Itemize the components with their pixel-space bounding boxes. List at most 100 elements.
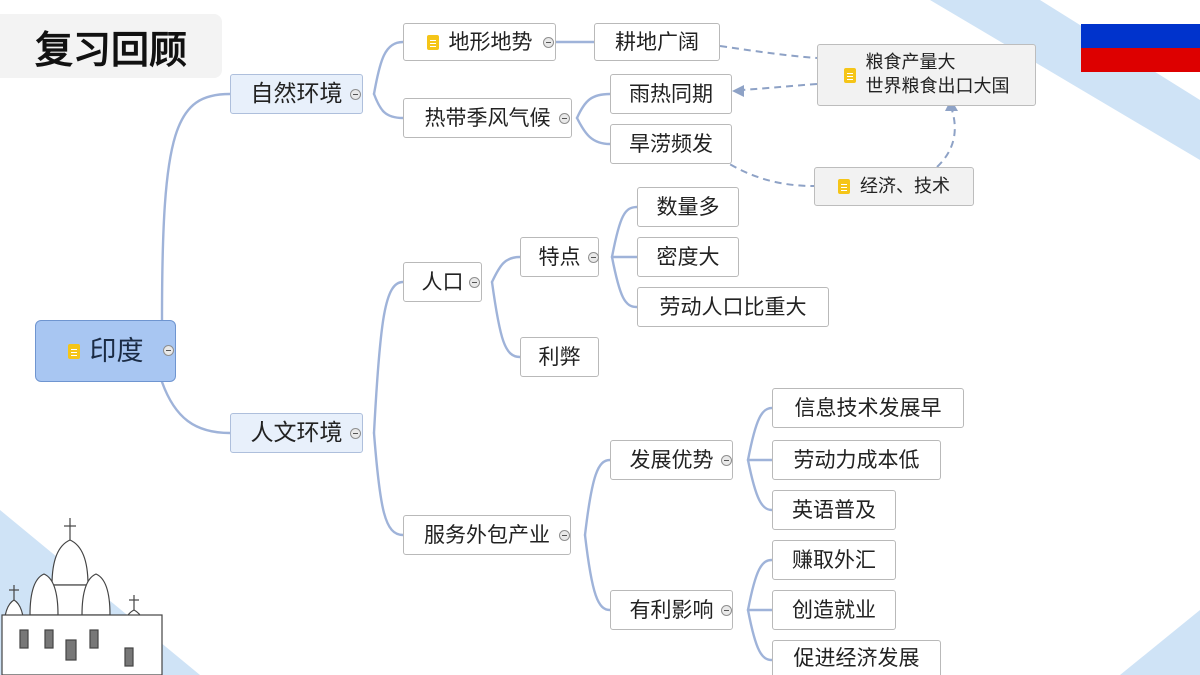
relationship-links xyxy=(719,45,956,187)
note-label: 经济、技术 xyxy=(860,175,950,197)
topic-label: 人口 xyxy=(421,269,464,294)
relation-field-to-grain xyxy=(719,45,818,59)
collapse-toggle-icon[interactable] xyxy=(469,277,480,288)
link-climate-rain xyxy=(575,92,612,120)
topic-label: 服务外包产业 xyxy=(424,522,550,547)
topic-label: 旱涝频发 xyxy=(629,131,713,156)
link-features-quantity xyxy=(610,205,639,259)
note-line: 粮食产量大 xyxy=(865,51,956,73)
collapse-toggle-icon[interactable] xyxy=(350,428,361,439)
topic-drought-flood[interactable]: 旱涝频发 xyxy=(610,124,732,164)
topic-terrain[interactable]: 地形地势 xyxy=(403,23,556,61)
link-impacts-forex xyxy=(746,558,774,612)
link-human-population xyxy=(372,280,405,435)
topic-rain-heat[interactable]: 雨热同期 xyxy=(610,74,732,114)
link-population-features xyxy=(490,255,522,284)
topic-service-outsourcing[interactable]: 服务外包产业 xyxy=(403,515,571,555)
relation-tech-to-grain xyxy=(936,109,956,168)
topic-label: 劳动人口比重大 xyxy=(659,294,807,319)
topic-label: 雨热同期 xyxy=(629,81,713,106)
link-root-natural xyxy=(160,92,232,322)
note-icon xyxy=(67,343,80,359)
topic-label: 数量多 xyxy=(656,194,720,219)
link-outsourcing-impacts xyxy=(583,533,612,612)
note-economy-tech[interactable]: 经济、技术 xyxy=(814,167,974,206)
topic-label: 劳动力成本低 xyxy=(793,447,920,472)
cathedral-illustration xyxy=(1,518,163,675)
relation-flood-to-tech xyxy=(719,157,815,187)
link-natural-terrain xyxy=(372,40,405,96)
note-icon xyxy=(843,67,856,83)
note-grain-output[interactable]: 粮食产量大 世界粮食出口大国 xyxy=(817,44,1036,106)
topic-label: 创造就业 xyxy=(792,597,876,622)
flag-stripe-red xyxy=(1081,48,1200,72)
link-advantages-english xyxy=(746,458,774,512)
mindmap-connectors xyxy=(160,40,774,662)
note-icon xyxy=(838,179,850,194)
collapse-toggle-icon[interactable] xyxy=(350,89,361,100)
topic-label: 发展优势 xyxy=(629,447,714,472)
collapse-toggle-icon[interactable] xyxy=(543,37,554,48)
topic-label: 利弊 xyxy=(538,344,581,369)
collapse-toggle-icon[interactable] xyxy=(163,345,174,356)
link-impacts-economy xyxy=(746,608,774,662)
flag-stripe-blue xyxy=(1081,24,1200,48)
topic-label: 地形地势 xyxy=(448,29,533,54)
topic-label: 人文环境 xyxy=(250,419,343,446)
topic-label: 赚取外汇 xyxy=(792,547,876,572)
collapse-toggle-icon[interactable] xyxy=(559,530,570,541)
link-outsourcing-advantages xyxy=(583,458,612,537)
note-lines: 粮食产量大 世界粮食出口大国 xyxy=(866,51,1010,100)
topic-label: 促进经济发展 xyxy=(793,645,920,670)
topic-pros-cons[interactable]: 利弊 xyxy=(520,337,599,377)
collapse-toggle-icon[interactable] xyxy=(588,252,599,263)
root-node[interactable]: 印度 xyxy=(35,320,176,382)
topic-forex[interactable]: 赚取外汇 xyxy=(772,540,896,580)
root-label: 印度 xyxy=(89,335,144,367)
link-human-outsourcing xyxy=(372,431,405,537)
topic-features[interactable]: 特点 xyxy=(520,237,599,277)
topic-large-population[interactable]: 数量多 xyxy=(637,187,739,227)
bottom-right-stripe xyxy=(1120,610,1200,675)
topic-labor-share[interactable]: 劳动人口比重大 xyxy=(637,287,829,327)
link-climate-flood xyxy=(575,116,612,146)
topic-label: 特点 xyxy=(538,244,581,269)
link-population-proscons xyxy=(490,280,522,359)
topic-human-environment[interactable]: 人文环境 xyxy=(230,413,363,453)
link-advantages-it xyxy=(746,406,774,462)
collapse-toggle-icon[interactable] xyxy=(721,605,732,616)
topic-english[interactable]: 英语普及 xyxy=(772,490,896,530)
topic-label: 有利影响 xyxy=(629,597,714,622)
russia-flag-icon xyxy=(1081,0,1200,72)
topic-label: 耕地广阔 xyxy=(615,29,699,54)
topic-jobs[interactable]: 创造就业 xyxy=(772,590,896,630)
topic-label: 英语普及 xyxy=(792,497,876,522)
link-root-human xyxy=(160,380,232,435)
topic-population[interactable]: 人口 xyxy=(403,262,482,302)
relation-grain-to-rain xyxy=(741,83,818,91)
topic-high-density[interactable]: 密度大 xyxy=(637,237,739,277)
topic-label: 自然环境 xyxy=(250,80,343,107)
topic-monsoon-climate[interactable]: 热带季风气候 xyxy=(403,98,572,138)
topic-economic-growth[interactable]: 促进经济发展 xyxy=(772,640,941,675)
arrowhead-rain xyxy=(732,85,744,97)
topic-farmland[interactable]: 耕地广阔 xyxy=(594,23,720,61)
page-title: 复习回顾 xyxy=(0,14,222,78)
note-icon xyxy=(426,34,439,50)
collapse-toggle-icon[interactable] xyxy=(721,455,732,466)
topic-it-early[interactable]: 信息技术发展早 xyxy=(772,388,964,428)
topic-label: 热带季风气候 xyxy=(424,105,551,130)
link-features-labor xyxy=(610,255,639,309)
flag-stripe-white xyxy=(1081,0,1200,24)
note-line: 世界粮食出口大国 xyxy=(865,76,1010,97)
link-natural-climate xyxy=(372,92,405,120)
topic-impacts[interactable]: 有利影响 xyxy=(610,590,733,630)
topic-label: 密度大 xyxy=(656,244,720,269)
topic-advantages[interactable]: 发展优势 xyxy=(610,440,733,480)
topic-label: 信息技术发展早 xyxy=(794,395,942,420)
top-right-stripe xyxy=(930,0,1200,160)
collapse-toggle-icon[interactable] xyxy=(559,113,570,124)
topic-natural-environment[interactable]: 自然环境 xyxy=(230,74,363,114)
topic-low-labor-cost[interactable]: 劳动力成本低 xyxy=(772,440,941,480)
